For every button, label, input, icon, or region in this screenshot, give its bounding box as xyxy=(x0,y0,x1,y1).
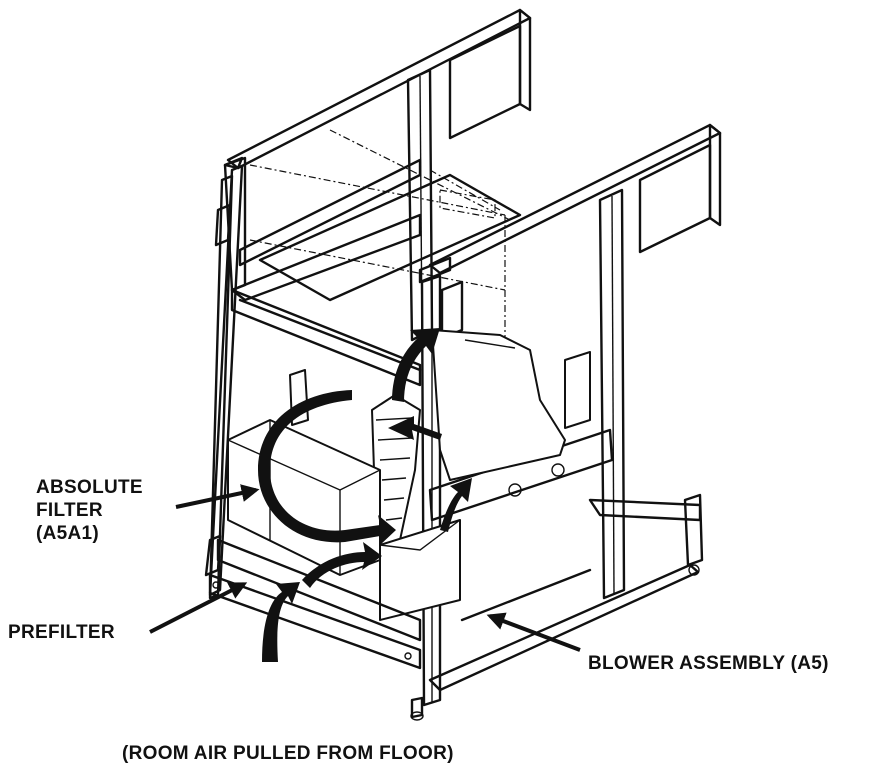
duct-hose xyxy=(371,329,566,546)
middle-shelf xyxy=(230,213,422,387)
airflow-arrow-filter-loop xyxy=(258,390,396,545)
blower-assembly-label: BLOWER ASSEMBLY (A5) xyxy=(588,653,829,674)
prefilter-rail xyxy=(208,538,422,670)
airflow-arrow-blower-exit xyxy=(440,478,472,532)
airflow-arrow-floor-intake xyxy=(262,582,300,662)
prefilter-label: PREFILTER xyxy=(8,622,115,643)
leader-absolute-filter xyxy=(175,484,260,509)
airflow-arrow-duct-left xyxy=(388,416,442,440)
leader-prefilter xyxy=(149,582,248,634)
absolute-filter-label-line2: FILTER xyxy=(36,500,103,521)
hidden-lines xyxy=(249,129,511,340)
blower-assembly-box xyxy=(379,519,461,621)
airflow-arrow-blower-intake xyxy=(302,542,382,588)
leader-arrows xyxy=(149,484,581,652)
leader-blower-assembly xyxy=(486,612,581,652)
absolute-filter-label-line1: ABSOLUTE xyxy=(36,477,143,498)
absolute-filter-label-line3: (A5A1) xyxy=(36,523,100,544)
front-left-post xyxy=(204,156,247,600)
airflow-arrows xyxy=(258,328,472,662)
absolute-filter-label: ABSOLUTE FILTER (A5A1) xyxy=(36,476,143,545)
airflow-arrow-duct-up xyxy=(392,328,440,402)
room-air-caption: (ROOM AIR PULLED FROM FLOOR) xyxy=(122,743,454,764)
floor-frame xyxy=(410,493,704,721)
